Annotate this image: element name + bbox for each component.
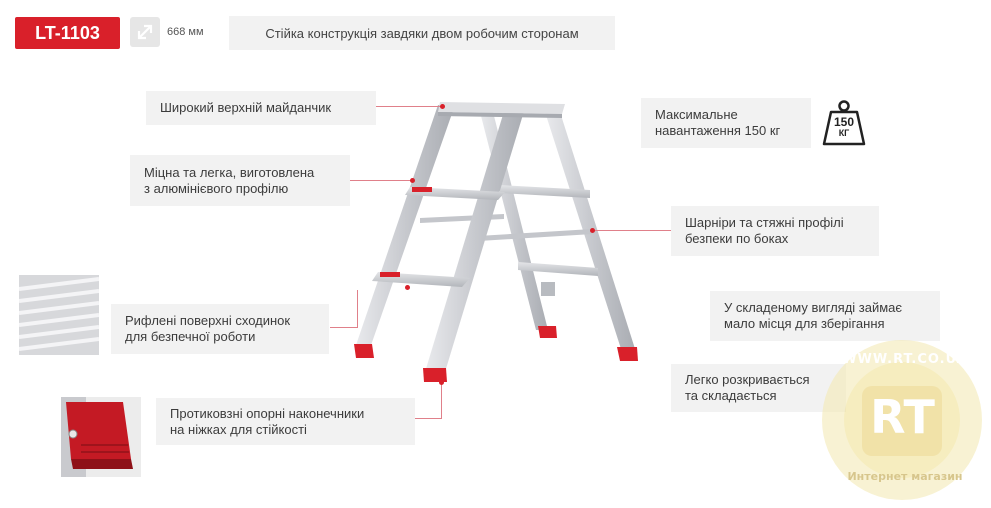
weight-unit: КГ	[838, 128, 850, 138]
label-top-platform: Широкий верхній майданчик	[146, 91, 376, 125]
label-ribbed-steps: Рифлені поверхні сходинок для безпечної …	[111, 304, 329, 354]
label-max-load: Максимальне навантаження 150 кг	[641, 98, 811, 148]
rt-watermark-seal: WWW.RT.CO.UA RT Интернет магазин	[820, 338, 985, 503]
ribbed-surface-thumbnail	[19, 275, 99, 355]
weight-150kg-icon: 150 КГ	[821, 99, 867, 147]
watermark-tagline: Интернет магазин	[847, 470, 963, 483]
label-easy-open: Легко розкривається та складається	[671, 364, 846, 412]
weight-value: 150	[833, 115, 855, 129]
resize-arrows-icon	[130, 17, 160, 47]
label-folded: У складеному вигляді займає мало місця д…	[710, 291, 940, 341]
watermark-url: WWW.RT.CO.UA	[842, 352, 968, 367]
watermark-logo: RT	[870, 390, 935, 444]
model-badge: LT-1103	[15, 17, 120, 49]
label-hinges: Шарніри та стяжні профілі безпеки по бок…	[671, 206, 879, 256]
foot-cap-thumbnail	[61, 397, 141, 477]
label-anti-slip-feet: Протиковзні опорні наконечники на ніжках…	[156, 398, 415, 445]
stability-feature-chip: Стійка конструкція завдяки двом робочим …	[229, 16, 615, 50]
label-aluminium: Міцна та легка, виготовлена з алюмінієво…	[130, 155, 350, 206]
height-value: 668 мм	[167, 26, 204, 38]
